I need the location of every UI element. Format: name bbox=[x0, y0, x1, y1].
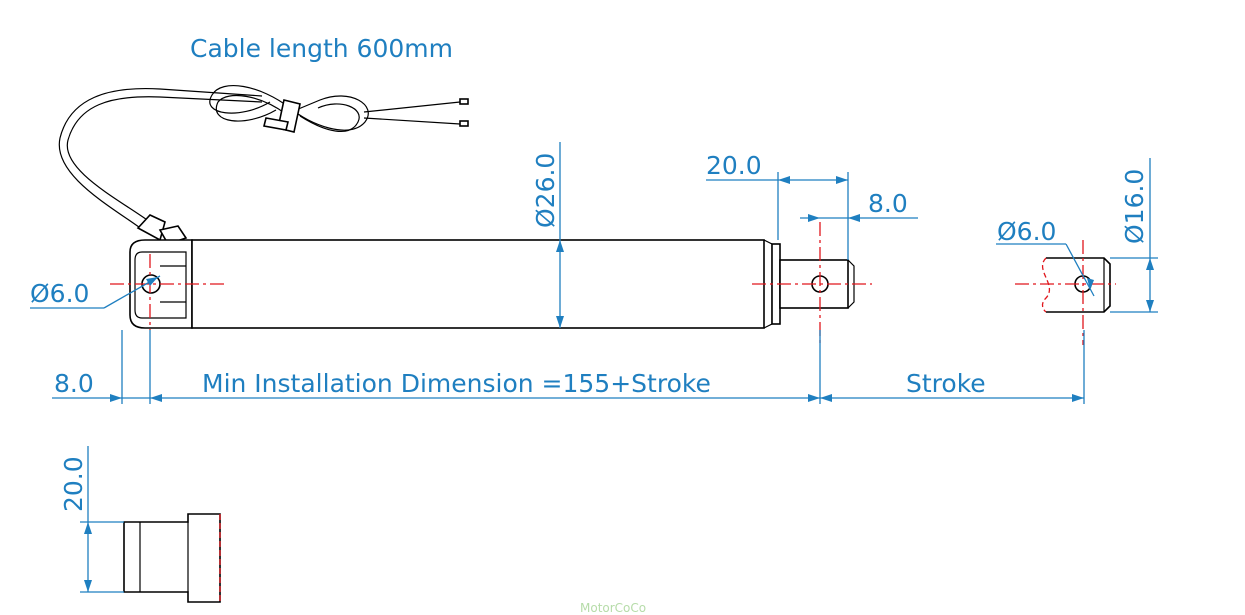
rear-offset-label: 8.0 bbox=[54, 369, 94, 398]
rod-end-detail bbox=[1015, 240, 1116, 345]
rear-hole-diameter-label: Ø6.0 bbox=[30, 279, 89, 308]
body-diameter-label: Ø26.0 bbox=[531, 153, 560, 228]
watermark: MotorCoCo bbox=[580, 601, 646, 615]
side-view bbox=[123, 513, 221, 603]
side-view-height-label: 20.0 bbox=[59, 456, 88, 512]
rod-hole-offset-label: 8.0 bbox=[868, 189, 908, 218]
rod-end-hole-diameter-label: Ø6.0 bbox=[997, 217, 1056, 246]
actuator-tube bbox=[191, 239, 765, 329]
min-installation-label: Min Installation Dimension =155+Stroke bbox=[202, 369, 711, 398]
stroke-label: Stroke bbox=[906, 369, 986, 398]
cable-length-label: Cable length 600mm bbox=[190, 34, 453, 63]
cable bbox=[58, 85, 469, 245]
dimension-lines bbox=[30, 142, 1158, 593]
rod-length-label: 20.0 bbox=[706, 151, 762, 180]
actuator-body bbox=[129, 239, 855, 329]
centerlines-main bbox=[110, 222, 872, 345]
rod-end-height-label: Ø16.0 bbox=[1120, 169, 1149, 244]
